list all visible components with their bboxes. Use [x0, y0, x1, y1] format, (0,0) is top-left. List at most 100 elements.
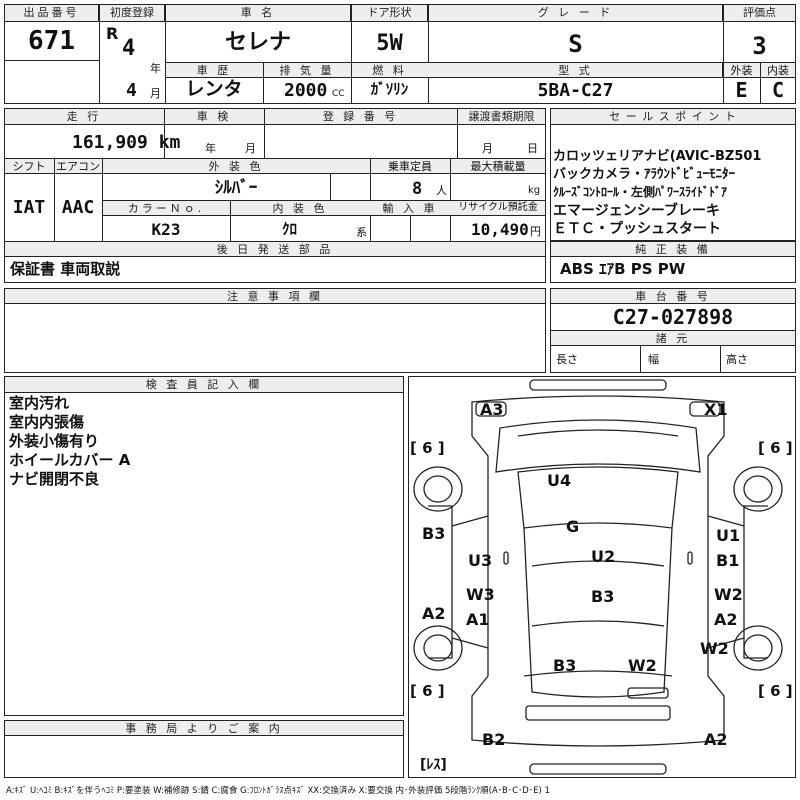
door-label: ドア形状 — [367, 6, 412, 19]
specs-label: 諸 元 — [655, 332, 691, 345]
chassis-value: C27-027898 — [612, 305, 734, 329]
int-color-unit: 系 — [356, 226, 367, 239]
displacement-unit: CC — [332, 89, 345, 99]
equipment-label: 純 正 装 備 — [635, 243, 711, 256]
history-value: レンタ — [185, 78, 243, 100]
exterior-value: E — [735, 78, 748, 102]
first-reg-label: 初度登録 — [110, 6, 154, 19]
ext-color-label: 外 装 色 — [208, 160, 264, 173]
sales-point-line: バックカメラ・ｱﾗｳﾝﾄﾞﾋﾞｭｰﾓﾆﾀｰ — [553, 167, 736, 182]
ext-color-value: ｼﾙﾊﾞｰ — [214, 178, 258, 198]
mileage-value: 161,909 km — [72, 132, 181, 153]
sales-point-line: カロッツェリアナビ(AVIC-BZ501 — [553, 149, 762, 164]
spare-tire-mark: [ﾚｽ] — [420, 757, 447, 773]
sales-points-label: セ ー ル ス ポ イ ン ト — [609, 110, 737, 123]
fuel-label: 燃 料 — [372, 64, 407, 77]
load-label: 最大積載量 — [470, 160, 526, 173]
damage-code: W2 — [714, 585, 743, 604]
fuel-value: ｶﾞｿﾘﾝ — [370, 80, 409, 98]
specs-width: 幅 — [648, 353, 659, 366]
damage-code: W3 — [466, 585, 495, 604]
ac-value: AAC — [61, 197, 95, 218]
later-parts-label: 後 日 発 送 部 品 — [216, 243, 334, 256]
capacity-unit: 人 — [436, 184, 447, 197]
transfer-month: 月 — [482, 142, 493, 155]
damage-code: B2 — [482, 730, 506, 749]
specs-length: 長さ — [556, 353, 578, 366]
damage-diagram — [408, 376, 796, 778]
lot-label-cell — [4, 4, 99, 22]
transfer-day: 日 — [527, 142, 538, 155]
model-value: 5BA-C27 — [537, 80, 614, 101]
tire-mark: [ 6 ] — [758, 439, 793, 457]
damage-code: W2 — [628, 656, 657, 675]
door-value: 5W — [376, 31, 403, 56]
recycle-label: リサイクル預託金 — [458, 202, 538, 213]
legend: A:ｷｽﾞ U:ﾍｺﾐ B:ｷｽﾞを伴うﾍｺﾐ P:要塗装 W:補修跡 S:錆 … — [6, 786, 550, 796]
damage-code: U1 — [716, 526, 741, 545]
damage-code: U3 — [468, 551, 493, 570]
lot-value: 671 — [28, 26, 75, 56]
history-label: 車 歴 — [196, 64, 232, 77]
era-value: R — [106, 24, 119, 43]
grade-value: S — [568, 30, 583, 58]
month-value: 4 — [126, 80, 137, 101]
recycle-unit: 円 — [530, 225, 541, 238]
month-unit: 月 — [150, 87, 161, 100]
recycle-value: 10,490 — [471, 220, 529, 239]
inspector-note: ナビ開閉不良 — [9, 470, 100, 488]
damage-code: B1 — [716, 551, 740, 570]
tire-mark: [ 6 ] — [758, 682, 793, 700]
damage-code: A2 — [714, 610, 738, 629]
import-label: 輸 入 車 — [382, 202, 438, 215]
displacement-label: 排 気 量 — [279, 64, 335, 77]
car-name-label: 車 名 — [240, 6, 276, 19]
door-label-cell — [351, 4, 428, 22]
damage-code: U2 — [591, 547, 616, 566]
damage-code: A2 — [422, 604, 446, 623]
damage-code: U4 — [547, 471, 572, 490]
inspector-label: 検 査 員 記 入 欄 — [145, 378, 263, 391]
inspection-year: 年 — [205, 142, 216, 155]
grade-label-cell — [428, 4, 723, 22]
specs-height: 高さ — [726, 353, 748, 366]
chassis-label: 車 台 番 号 — [635, 290, 711, 303]
damage-code: G — [566, 517, 580, 536]
score-label: 評価点 — [743, 6, 776, 19]
registration-label: 登 録 番 号 — [322, 110, 399, 123]
damage-code: A3 — [480, 400, 504, 419]
model-label: 型 式 — [558, 64, 593, 77]
damage-code: X1 — [704, 400, 728, 419]
transfer-label: 譲渡書類期限 — [468, 110, 535, 123]
inspector-note: 外装小傷有り — [9, 432, 100, 450]
sales-point-line: ＥＴＣ・プッシュスタート — [553, 221, 721, 237]
car-name-label-cell — [165, 4, 351, 22]
year-unit: 年 — [150, 62, 161, 75]
year-value: 4 — [122, 36, 136, 61]
car-name-value: セレナ — [224, 30, 291, 55]
score-value: 3 — [752, 32, 767, 60]
inspector-note: ホイールカバー A — [9, 451, 131, 469]
later-parts-value: 保証書 車両取説 — [10, 260, 121, 278]
shift-label: シフト — [12, 160, 46, 173]
inspector-note: 室内内張傷 — [9, 413, 85, 431]
lot-label: 出品番号 — [23, 6, 80, 19]
int-color-label: 内 装 色 — [272, 202, 328, 215]
ac-label: エアコン — [56, 160, 100, 173]
exterior-label: 外装 — [730, 64, 753, 77]
sales-point-line: エマージェンシーブレーキ — [553, 203, 720, 219]
interior-label: 内装 — [767, 64, 789, 77]
damage-code: A1 — [466, 610, 490, 629]
inspector-note: 室内汚れ — [9, 394, 70, 412]
first-reg-label-cell — [99, 4, 165, 22]
tire-mark: [ 6 ] — [410, 439, 445, 457]
int-color-value: ｸﾛ — [282, 220, 298, 238]
displacement-value: 2000 — [284, 80, 328, 101]
damage-code: B3 — [591, 587, 615, 606]
mileage-label: 走 行 — [66, 110, 102, 123]
damage-code: W2 — [700, 639, 729, 658]
tire-mark: [ 6 ] — [410, 682, 445, 700]
equipment-value: ABS ｴｱB PS PW — [560, 260, 686, 278]
damage-code: A2 — [704, 730, 728, 749]
load-unit: kg — [528, 185, 541, 196]
